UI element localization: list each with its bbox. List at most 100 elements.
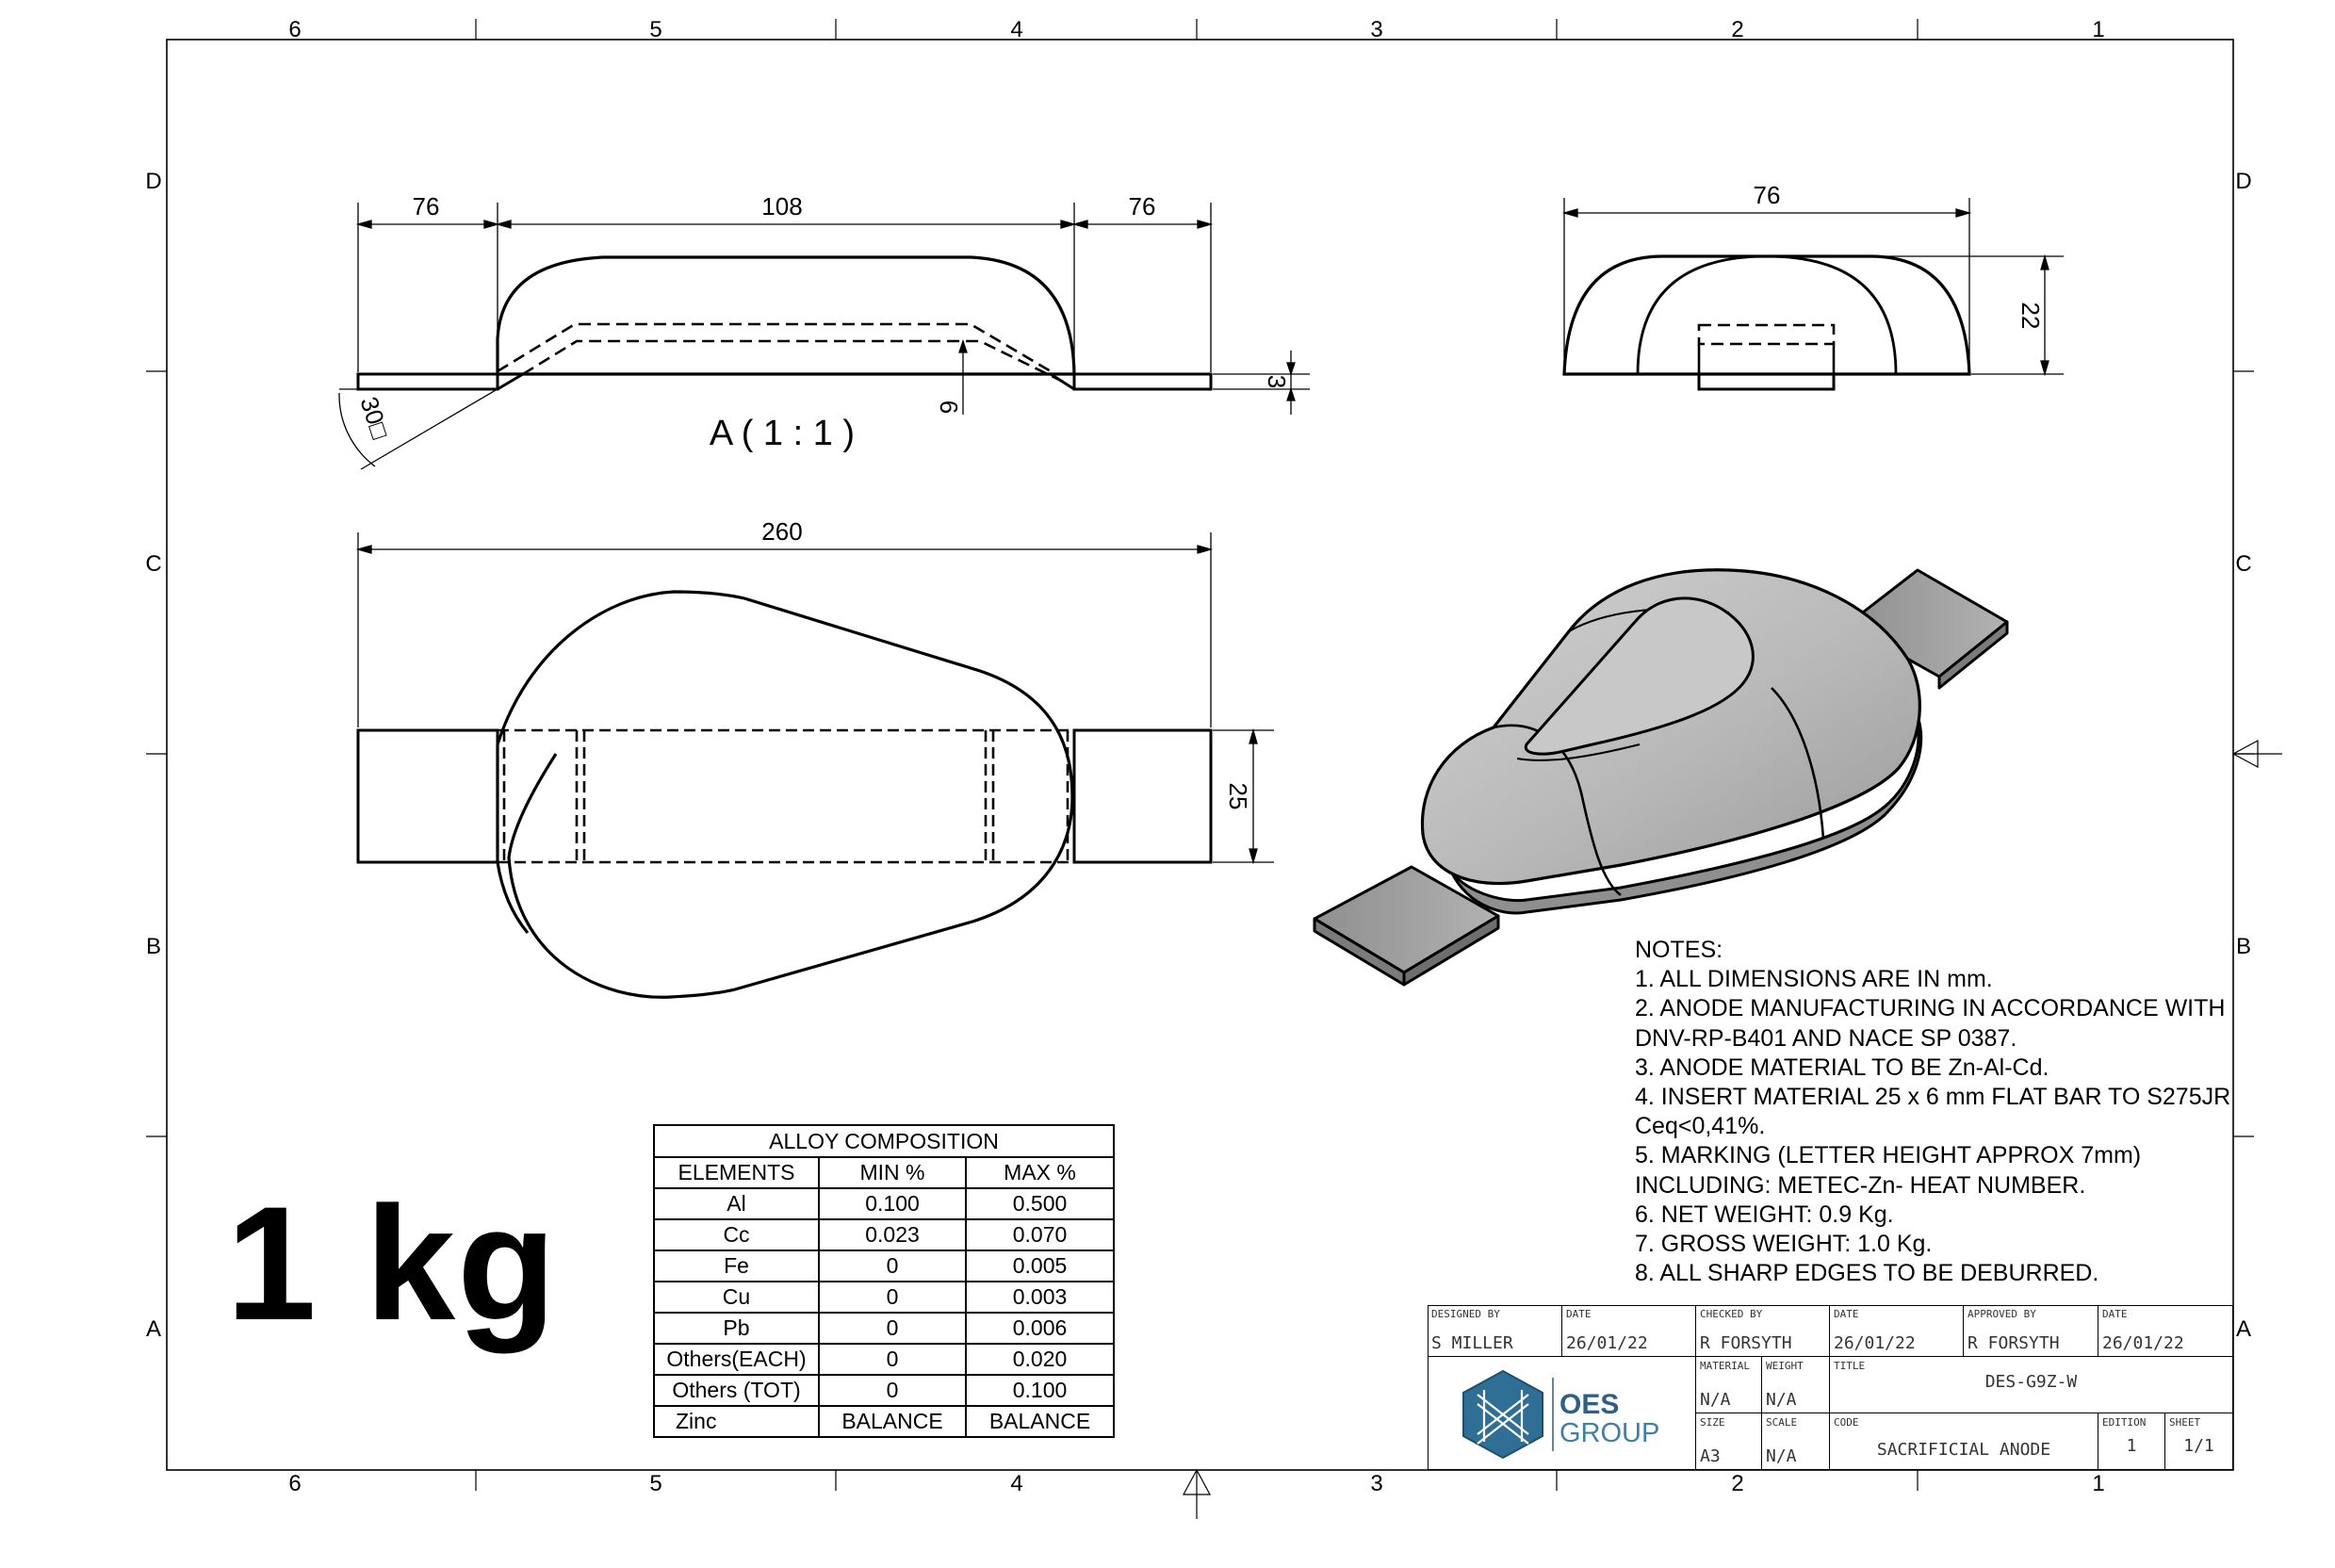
section-label: A ( 1 : 1 ) xyxy=(710,414,855,453)
material-cell: MATERIAL N/A xyxy=(1696,1357,1762,1413)
checked-by-caption: CHECKED BY xyxy=(1700,1308,1763,1320)
alloy-cell: Others (TOT) xyxy=(653,1374,820,1407)
date-value-2: 26/01/22 xyxy=(1834,1333,1916,1353)
sheet-caption: SHEET xyxy=(2169,1416,2201,1429)
alloy-cell: BALANCE xyxy=(965,1405,1115,1438)
alloy-cell: 0.023 xyxy=(818,1218,967,1251)
scale-value: N/A xyxy=(1766,1446,1797,1466)
alloy-cell: 0.070 xyxy=(965,1218,1115,1251)
alloy-composition-table: ALLOY COMPOSITION ELEMENTS MIN % MAX % A… xyxy=(653,1124,1115,1438)
row-label-right-a: A xyxy=(2236,1316,2251,1342)
row-label-left-c: C xyxy=(145,551,161,577)
title-value: DES-G9Z-W xyxy=(1984,1372,2078,1392)
code-caption: CODE xyxy=(1834,1416,1859,1429)
designed-by-caption: DESIGNED BY xyxy=(1431,1308,1500,1320)
row-label-left-d: D xyxy=(145,169,161,194)
note-line: 7. GROSS WEIGHT: 1.0 Kg. xyxy=(1635,1231,1933,1258)
date-value-1: 26/01/22 xyxy=(1566,1333,1648,1353)
alloy-cell: Others(EACH) xyxy=(653,1343,820,1376)
dim-side-middle: 108 xyxy=(761,192,802,220)
weight-cell: WEIGHT N/A xyxy=(1762,1357,1830,1413)
title-block: DESIGNED BY S MILLER DATE 26/01/22 CHECK… xyxy=(1428,1305,2233,1470)
title-caption: TITLE xyxy=(1834,1360,1866,1372)
approved-by-cell: APPROVED BY R FORSYTH xyxy=(1964,1305,2098,1357)
dim-side-angle: 30□ xyxy=(354,393,394,442)
col-label-top-2: 5 xyxy=(649,17,661,42)
alloy-cell: Al xyxy=(653,1187,820,1220)
alloy-cell: 0 xyxy=(818,1374,967,1407)
note-line: 1. ALL DIMENSIONS ARE IN mm. xyxy=(1635,966,1993,993)
dim-end-width: 76 xyxy=(1754,181,1781,209)
col-label-bottom-2: 5 xyxy=(649,1471,661,1496)
logo-text-oes: OES xyxy=(1559,1389,1619,1420)
logo-text-group: GROUP xyxy=(1559,1418,1659,1448)
date-caption-1: DATE xyxy=(1566,1308,1592,1320)
row-label-right-b: B xyxy=(2236,934,2251,959)
sheet-frame xyxy=(166,39,2234,1471)
dim-side-right: 76 xyxy=(1129,192,1156,220)
date-value-3: 26/01/22 xyxy=(2102,1333,2184,1353)
oes-group-logo: OES GROUP xyxy=(1462,1369,1659,1460)
alloy-header-max: MAX % xyxy=(965,1156,1115,1189)
note-line: 4. INSERT MATERIAL 25 x 6 mm FLAT BAR TO… xyxy=(1635,1084,2231,1111)
dim-top-width: 25 xyxy=(1224,783,1252,810)
dim-top-length: 260 xyxy=(761,517,802,546)
scale-caption: SCALE xyxy=(1766,1416,1798,1429)
alloy-header-elements: ELEMENTS xyxy=(653,1156,820,1189)
col-label-bottom-5: 2 xyxy=(1731,1471,1743,1496)
alloy-cell: 0.100 xyxy=(818,1187,967,1220)
date-cell-3: DATE 26/01/22 xyxy=(2098,1305,2233,1357)
col-label-top-6: 1 xyxy=(2092,17,2104,42)
alloy-table-caption: ALLOY COMPOSITION xyxy=(653,1124,1115,1158)
alloy-cell: Zinc xyxy=(653,1405,820,1438)
weight-value: N/A xyxy=(1766,1390,1797,1410)
title-cell: TITLE DES-G9Z-W xyxy=(1830,1357,2233,1413)
alloy-cell: Cc xyxy=(653,1218,820,1251)
size-caption: SIZE xyxy=(1700,1416,1725,1429)
col-label-top-5: 2 xyxy=(1731,17,1743,42)
note-line: DNV-RP-B401 AND NACE SP 0387. xyxy=(1635,1024,2017,1052)
date-caption-2: DATE xyxy=(1834,1308,1859,1320)
alloy-cell: Pb xyxy=(653,1312,820,1345)
row-label-right-d: D xyxy=(2235,169,2251,194)
row-label-right-c: C xyxy=(2235,551,2251,577)
edition-caption: EDITION xyxy=(2102,1416,2147,1429)
centering-marks xyxy=(1182,739,2282,1519)
dim-end-height: 22 xyxy=(2017,302,2045,330)
alloy-cell: 0.003 xyxy=(965,1281,1115,1314)
designed-by-value: S MILLER xyxy=(1431,1333,1513,1353)
zone-ticks xyxy=(146,19,2254,1491)
edition-value: 1 xyxy=(2126,1436,2137,1456)
designed-by-cell: DESIGNED BY S MILLER xyxy=(1428,1305,1562,1357)
note-line: 6. NET WEIGHT: 0.9 Kg. xyxy=(1635,1200,1894,1228)
weight-label: 1 kg xyxy=(226,1173,559,1354)
col-label-top-3: 4 xyxy=(1010,17,1022,42)
col-label-top-4: 3 xyxy=(1370,17,1382,42)
alloy-cell: BALANCE xyxy=(818,1405,967,1438)
dim-side-thickness: 3 xyxy=(1263,375,1291,388)
code-cell: CODE SACRIFICIAL ANODE xyxy=(1830,1413,2098,1470)
row-label-left-b: B xyxy=(146,934,161,959)
alloy-cell: 0 xyxy=(818,1250,967,1282)
date-cell-2: DATE 26/01/22 xyxy=(1830,1305,1964,1357)
side-section-view: 76 108 76 3 6 30□ A ( 1 : 1 ) xyxy=(338,192,1310,470)
col-label-bottom-3: 4 xyxy=(1010,1471,1022,1496)
material-value: N/A xyxy=(1700,1390,1731,1410)
end-view: 76 22 xyxy=(1561,181,2064,391)
alloy-cell: 0.006 xyxy=(965,1312,1115,1345)
note-line: 3. ANODE MATERIAL TO BE Zn-Al-Cd. xyxy=(1635,1054,2049,1081)
edition-cell: EDITION 1 xyxy=(2098,1413,2165,1470)
checked-by-cell: CHECKED BY R FORSYTH xyxy=(1696,1305,1830,1357)
col-label-bottom-6: 1 xyxy=(2092,1471,2104,1496)
alloy-cell: Fe xyxy=(653,1250,820,1282)
alloy-cell: 0.005 xyxy=(965,1250,1115,1282)
isometric-render xyxy=(1313,568,2009,987)
note-line: INCLUDING: METEC-Zn- HEAT NUMBER. xyxy=(1635,1171,2086,1199)
